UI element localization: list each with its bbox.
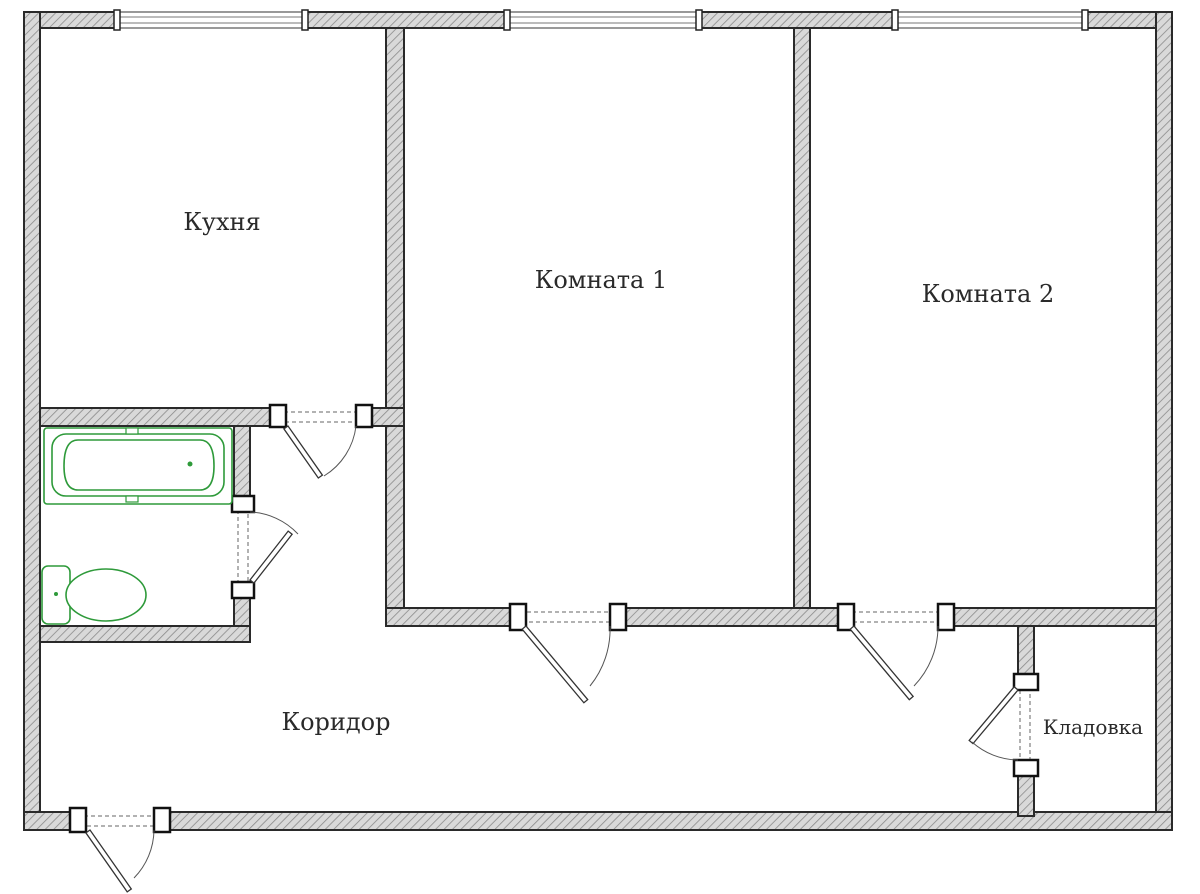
plumbing [41, 427, 233, 625]
room-labels: Кухня Комната 1 Комната 2 Коридор Кладов… [183, 208, 1143, 739]
bathtub [43, 427, 233, 505]
wall-room1-room2 [793, 27, 811, 627]
label-corridor: Коридор [282, 708, 391, 736]
wall-storage-left-upper [1017, 625, 1035, 677]
wall-top-mid-left [305, 11, 507, 29]
door-kitchen [268, 403, 374, 479]
wall-bottom-left [23, 811, 75, 831]
window-room-2 [891, 9, 1089, 31]
label-storage: Кладовка [1043, 715, 1143, 739]
wall-room2-bottom [947, 607, 1157, 627]
door-room-1 [508, 602, 628, 704]
window-kitchen [113, 9, 309, 31]
interior-walls [39, 27, 1157, 817]
label-room-2: Комната 2 [922, 280, 1054, 308]
wall-storage-left-lower [1017, 775, 1035, 817]
wall-left [23, 11, 41, 831]
wall-bath-bottom [39, 625, 251, 643]
wall-right [1155, 11, 1173, 831]
windows [113, 9, 1089, 31]
wall-bath-right-upper [233, 425, 251, 503]
door-bathroom [230, 494, 299, 600]
wall-kitchen-right [385, 27, 405, 411]
window-room-1 [503, 9, 703, 31]
label-kitchen: Кухня [183, 208, 260, 236]
door-room-2 [836, 602, 956, 701]
doors [68, 403, 1040, 893]
wall-kitchen-bottom [39, 407, 277, 427]
label-room-1: Комната 1 [535, 266, 667, 294]
wall-room1-left-lower [385, 425, 405, 627]
wall-kitchen-bottom-right [367, 407, 405, 427]
wall-room1-bottom-left [385, 607, 513, 627]
door-storage [968, 672, 1040, 778]
wall-top-mid-right [699, 11, 895, 29]
toilet [41, 565, 147, 625]
door-entrance [68, 806, 172, 893]
wall-room1-bottom-right [619, 607, 847, 627]
